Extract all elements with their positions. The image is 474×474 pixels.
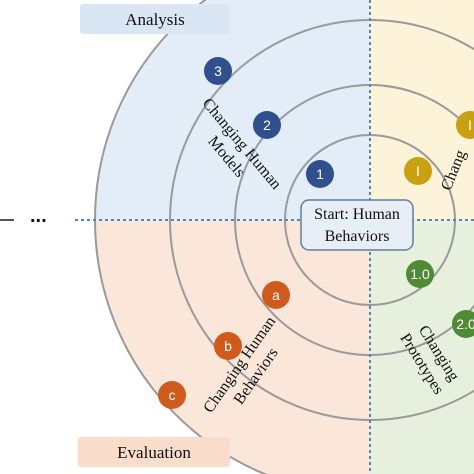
marker-blue-2-text: 2	[263, 117, 271, 133]
evaluation-label: Evaluation	[117, 443, 191, 462]
marker-orange-b-text: b	[224, 338, 232, 354]
prototype-quadrant	[370, 220, 474, 474]
marker-orange-c-text: c	[169, 387, 176, 403]
marker-gold-1-text: I	[416, 163, 420, 179]
marker-green-1: 1.0	[406, 260, 434, 288]
start-line-2: Behaviors	[325, 228, 390, 245]
analysis-label: Analysis	[125, 10, 185, 29]
design-quadrant	[370, 0, 474, 220]
marker-gold-2: I	[456, 111, 474, 139]
marker-orange-a: a	[262, 281, 290, 309]
marker-green-1-text: 1.0	[410, 266, 430, 282]
marker-blue-3-text: 3	[214, 63, 222, 79]
marker-gold-2-text: I	[468, 117, 472, 133]
marker-green-2: 2.0	[452, 310, 474, 338]
ellipsis-text: ...	[30, 205, 47, 227]
start-box	[300, 199, 414, 251]
marker-orange-a-text: a	[272, 287, 280, 303]
marker-blue-1: 1	[306, 160, 334, 188]
marker-green-2-text: 2.0	[456, 316, 474, 332]
marker-blue-1-text: 1	[316, 166, 324, 182]
marker-blue-2: 2	[253, 111, 281, 139]
analysis-quadrant	[95, 0, 370, 220]
evaluation-label-box	[78, 437, 230, 467]
analysis-label-box	[80, 4, 230, 34]
marker-blue-3: 3	[204, 57, 232, 85]
marker-gold-1: I	[404, 157, 432, 185]
marker-orange-c: c	[158, 381, 186, 409]
marker-orange-b: b	[214, 332, 242, 360]
start-line-1: Start: Human	[314, 206, 400, 223]
